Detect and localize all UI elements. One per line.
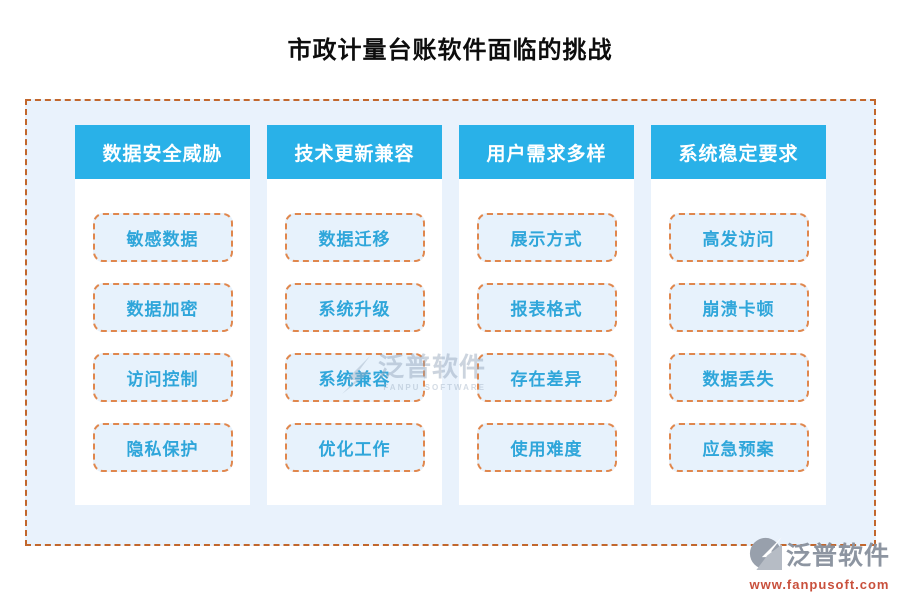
challenge-column: 系统稳定要求高发访问崩溃卡顿数据丢失应急预案 — [651, 125, 826, 505]
challenge-item: 崩溃卡顿 — [668, 283, 809, 332]
challenge-item: 敏感数据 — [92, 213, 233, 262]
column-body: 展示方式报表格式存在差异使用难度 — [459, 179, 634, 505]
page-title: 市政计量台账软件面临的挑战 — [287, 37, 613, 64]
column-body: 高发访问崩溃卡顿数据丢失应急预案 — [651, 179, 826, 505]
brand-name: 泛普软件 — [785, 541, 890, 570]
challenges-board: 数据安全威胁敏感数据数据加密访问控制隐私保护技术更新兼容数据迁移系统升级系统兼容… — [25, 99, 876, 546]
challenge-item: 展示方式 — [476, 213, 617, 262]
challenge-column: 用户需求多样展示方式报表格式存在差异使用难度 — [459, 125, 634, 505]
challenge-item: 数据迁移 — [284, 213, 425, 262]
brand-url: www.fanpusoft.com — [749, 577, 890, 592]
column-header: 数据安全威胁 — [75, 125, 250, 179]
column-header: 系统稳定要求 — [651, 125, 826, 179]
column-body: 数据迁移系统升级系统兼容优化工作 — [267, 179, 442, 505]
challenge-item: 应急预案 — [668, 423, 809, 472]
challenge-item: 隐私保护 — [92, 423, 233, 472]
column-header: 技术更新兼容 — [267, 125, 442, 179]
challenge-item: 访问控制 — [92, 353, 233, 402]
challenge-item: 数据丢失 — [668, 353, 809, 402]
column-body: 敏感数据数据加密访问控制隐私保护 — [75, 179, 250, 505]
brand-footer: 泛普软件 www.fanpusoft.com — [749, 537, 890, 592]
column-header: 用户需求多样 — [459, 125, 634, 179]
challenge-column: 数据安全威胁敏感数据数据加密访问控制隐私保护 — [75, 125, 250, 505]
challenge-item: 报表格式 — [476, 283, 617, 332]
columns-container: 数据安全威胁敏感数据数据加密访问控制隐私保护技术更新兼容数据迁移系统升级系统兼容… — [27, 101, 874, 505]
challenge-item: 系统升级 — [284, 283, 425, 332]
challenge-item: 优化工作 — [284, 423, 425, 472]
challenge-column: 技术更新兼容数据迁移系统升级系统兼容优化工作 — [267, 125, 442, 505]
challenge-item: 使用难度 — [476, 423, 617, 472]
brand-row: 泛普软件 — [749, 537, 890, 575]
challenge-item: 存在差异 — [476, 353, 617, 402]
fanpu-logo-icon — [749, 537, 782, 575]
challenge-item: 系统兼容 — [284, 353, 425, 402]
challenge-item: 高发访问 — [668, 213, 809, 262]
challenge-item: 数据加密 — [92, 283, 233, 332]
